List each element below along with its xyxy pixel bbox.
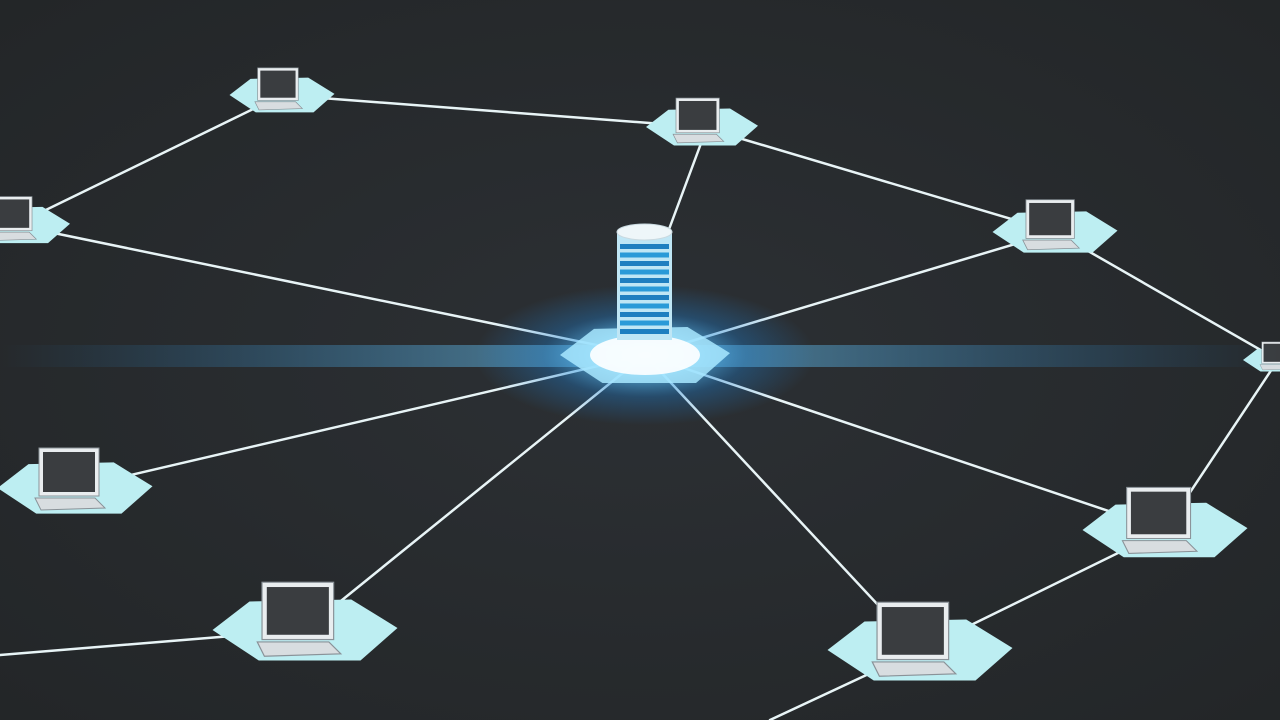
laptop-node — [646, 97, 758, 146]
laptop-icon — [256, 581, 343, 657]
nodes — [0, 67, 1280, 681]
server-stripe — [620, 278, 669, 283]
network-link — [280, 93, 704, 129]
network-link — [666, 136, 705, 234]
laptop-icon — [254, 67, 304, 111]
server-stripe — [620, 252, 669, 258]
server-stripe — [620, 329, 669, 334]
laptop-node — [827, 601, 1013, 681]
laptop-node — [1082, 486, 1248, 558]
server-icon — [0, 223, 1280, 425]
server-stripe — [620, 295, 669, 300]
laptop-icon — [0, 196, 38, 241]
server-stripe — [620, 286, 669, 292]
laptop-node — [992, 199, 1118, 253]
laptop-node — [212, 581, 398, 661]
server-stripe — [620, 312, 669, 317]
network-link — [1053, 230, 1280, 362]
laptop-icon — [871, 601, 958, 677]
laptop-node — [0, 447, 153, 514]
server-stripe — [620, 320, 669, 326]
network-link — [700, 125, 1057, 234]
laptop-node — [229, 67, 335, 113]
server-stripe — [620, 261, 669, 266]
server-stripe — [620, 244, 669, 249]
laptop-icon — [672, 97, 725, 144]
laptop-icon — [34, 447, 107, 511]
network-link — [13, 93, 284, 227]
server-stripe — [620, 303, 669, 309]
laptop-icon — [1022, 199, 1081, 251]
server-stripe — [620, 269, 669, 275]
laptop-icon — [1121, 486, 1199, 554]
laptop-node — [0, 196, 70, 244]
